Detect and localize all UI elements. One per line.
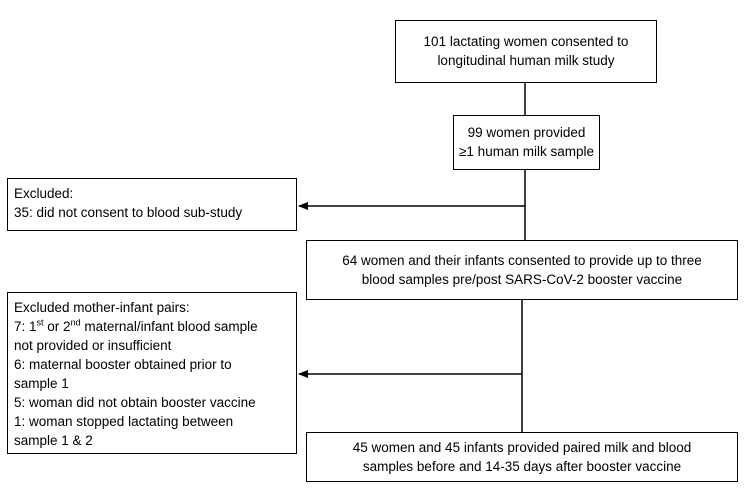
box-excluded-2-item-1-cont: not provided or insufficient xyxy=(14,338,172,353)
box-blood-consented: 64 women and their infants consented to … xyxy=(306,240,738,300)
box-excluded-2-item-4: 1: woman stopped lactating between xyxy=(14,414,234,429)
box-excluded-1-line-2: 35: did not consent to blood sub-study xyxy=(14,205,243,220)
box-final-line-2: samples before and 14-35 days after boos… xyxy=(362,459,682,474)
box-excluded-2-title: Excluded mother-infant pairs: xyxy=(14,300,190,315)
box-excluded-1-line-1: Excluded: xyxy=(14,186,74,201)
box-excluded-2-item-3: 5: woman did not obtain booster vaccine xyxy=(14,395,256,410)
box-excluded-2-item-1: 7: 1st or 2nd maternal/infant blood samp… xyxy=(14,317,258,334)
box-blood-consented-line-2: blood samples pre/post SARS-CoV-2 booste… xyxy=(361,272,683,287)
box-excluded-2-item-2-cont: sample 1 xyxy=(14,376,69,391)
box-excluded-2-item-2: 6: maternal booster obtained prior to xyxy=(14,357,232,372)
box-excluded-2: Excluded mother-infant pairs: 7: 1st or … xyxy=(7,292,297,454)
box-consented-line-2: longitudinal human milk study xyxy=(437,53,615,68)
box-consented: 101 lactating women consented to longitu… xyxy=(395,20,657,83)
box-excluded-1: Excluded: 35: did not consent to blood s… xyxy=(7,178,297,231)
box-blood-consented-line-1: 64 women and their infants consented to … xyxy=(342,253,702,268)
box-final: 45 women and 45 infants provided paired … xyxy=(306,432,738,482)
box-excluded-2-item-4-cont: sample 1 & 2 xyxy=(14,433,93,448)
box-consented-line-1: 101 lactating women consented to xyxy=(423,34,629,49)
box-final-line-1: 45 women and 45 infants provided paired … xyxy=(352,440,692,455)
box-provided-sample-line-1: 99 women provided xyxy=(467,125,586,140)
box-provided-sample-line-2: ≥1 human milk sample xyxy=(459,144,594,159)
box-provided-sample: 99 women provided ≥1 human milk sample xyxy=(453,115,600,170)
